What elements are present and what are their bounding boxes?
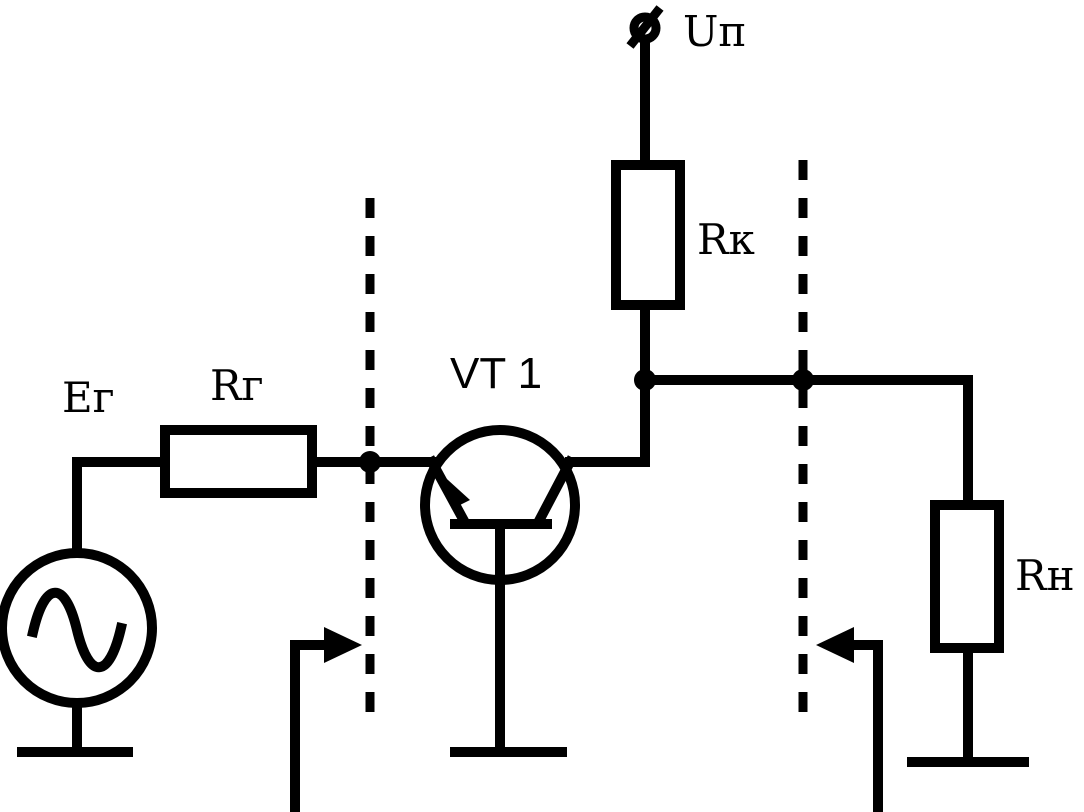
- generator-emf-label: Eг: [62, 373, 115, 422]
- generator-resistor-label: Rг: [210, 361, 264, 410]
- collector-junction-dot: [634, 369, 656, 391]
- transistor-label: VT 1: [450, 349, 542, 398]
- generator-resistor: [160, 425, 317, 498]
- output-arrow-line: [843, 640, 883, 812]
- collector-resistor: [611, 160, 685, 310]
- input-arrow-line: [290, 640, 335, 812]
- collector-resistor-label: Rк: [697, 215, 755, 264]
- load-resistor-label: Rн: [1015, 551, 1075, 600]
- transistor-vt1: [420, 425, 580, 757]
- supply-label: Uп: [683, 7, 746, 56]
- output-junction-dot: [792, 369, 814, 391]
- output-arrow-icon: [816, 627, 854, 663]
- generator-wire: [72, 457, 170, 558]
- output-wire: [640, 375, 973, 510]
- input-arrow-icon: [324, 627, 362, 663]
- emitter-arrow-icon: [437, 470, 470, 509]
- load-resistor: [930, 500, 1004, 653]
- sine-wave-icon: [27, 587, 127, 673]
